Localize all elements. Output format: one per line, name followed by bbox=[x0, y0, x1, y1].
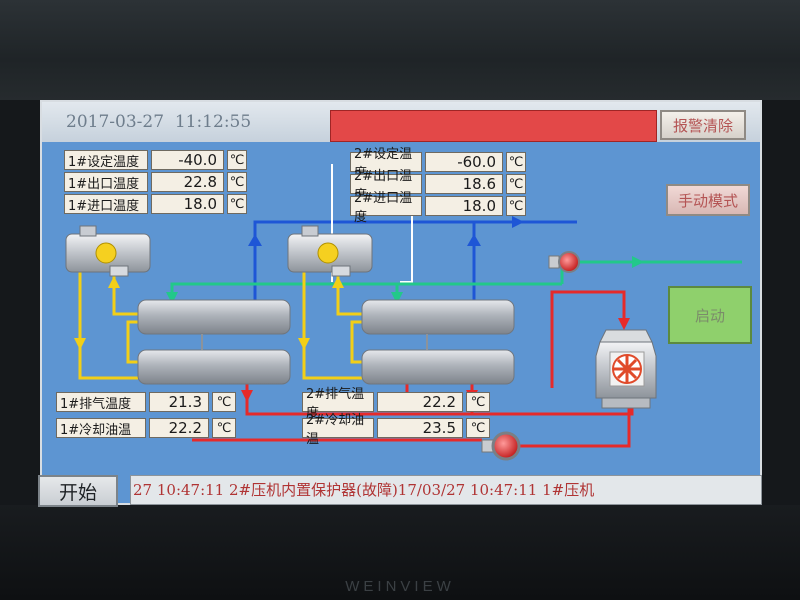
flow-arrow-icon bbox=[74, 338, 86, 350]
param-value: 22.8 bbox=[151, 172, 224, 192]
flow-arrow-icon bbox=[108, 276, 120, 288]
flow-arrow-icon bbox=[248, 234, 262, 246]
compressor-icon bbox=[287, 225, 373, 277]
flow-arrow-icon bbox=[332, 276, 344, 288]
white-line bbox=[400, 212, 413, 283]
param-label: 1#冷却油温 bbox=[56, 418, 146, 438]
param-unit: ℃ bbox=[466, 392, 490, 412]
unit1-temps-table: 1#排气温度 21.3 ℃ 1#冷却油温 22.2 ℃ bbox=[56, 392, 236, 440]
param-label: 1#设定温度 bbox=[64, 150, 148, 170]
alarm-ticker: 27 10:47:11 2#压机内置保护器(故障)17/03/27 10:47:… bbox=[130, 475, 762, 505]
flow-arrow-icon bbox=[298, 338, 310, 350]
alarm-ticker-text: 27 10:47:11 2#压机内置保护器(故障)17/03/27 10:47:… bbox=[133, 481, 595, 499]
param-value[interactable]: -40.0 bbox=[151, 150, 224, 170]
param-label: 1#进口温度 bbox=[64, 194, 148, 214]
unit2-inlet-row: 2#进口温度 18.0 ℃ bbox=[350, 191, 526, 225]
unit2-params-table: 2#设定温度 -60.0 ℃ 2#出口温度 18.6 ℃ 2#进口温度 18.0… bbox=[350, 147, 526, 225]
unit2-oil-row: 2#冷却油温 23.5 ℃ bbox=[302, 413, 490, 447]
param-label: 2#冷却油温 bbox=[302, 413, 374, 447]
hmi-screen: 2017-03-27 11:12:55 报警清除 bbox=[38, 100, 762, 507]
green-pipe bbox=[166, 256, 742, 304]
flow-arrow-icon bbox=[618, 318, 630, 330]
param-value: 22.2 bbox=[377, 392, 463, 412]
datetime-display: 2017-03-27 11:12:55 bbox=[66, 112, 252, 132]
param-value[interactable]: -60.0 bbox=[425, 152, 503, 172]
manual-mode-button[interactable]: 手动模式 bbox=[666, 184, 750, 216]
heat-exchanger-icon bbox=[137, 299, 291, 385]
yellow-pipes-unit1 bbox=[74, 262, 142, 380]
unit1-params-table: 1#设定温度 -40.0 ℃ 1#出口温度 22.8 ℃ 1#进口温度 18.0… bbox=[64, 150, 247, 216]
param-value: 18.6 bbox=[425, 174, 503, 194]
monitor-bezel-top bbox=[0, 0, 800, 100]
param-unit: ℃ bbox=[506, 174, 526, 194]
param-value: 18.0 bbox=[151, 194, 224, 214]
param-label: 1#出口温度 bbox=[64, 172, 148, 192]
start-bottom-button[interactable]: 开始 bbox=[38, 475, 118, 507]
param-unit: ℃ bbox=[466, 418, 490, 438]
flow-arrow-icon bbox=[241, 390, 253, 402]
flow-arrow-icon bbox=[512, 216, 524, 228]
start-button[interactable]: 启动 bbox=[668, 286, 752, 344]
param-unit: ℃ bbox=[212, 418, 236, 438]
heat-exchanger-icon bbox=[361, 299, 515, 385]
param-label: 2#设定温度 bbox=[350, 147, 422, 181]
unit1-inlet-row: 1#进口温度 18.0 ℃ bbox=[64, 194, 247, 214]
unit2-setpoint-row: 2#设定温度 -60.0 ℃ bbox=[350, 147, 526, 181]
unit1-outlet-row: 1#出口温度 22.8 ℃ bbox=[64, 172, 247, 192]
param-value: 23.5 bbox=[377, 418, 463, 438]
param-value: 21.3 bbox=[149, 392, 209, 412]
param-value: 22.2 bbox=[149, 418, 209, 438]
unit2-temps-table: 2#排气温度 22.2 ℃ 2#冷却油温 23.5 ℃ bbox=[302, 387, 490, 447]
unit1-discharge-row: 1#排气温度 21.3 ℃ bbox=[56, 392, 236, 412]
unit1-setpoint-row: 1#设定温度 -40.0 ℃ bbox=[64, 150, 247, 170]
param-value: 18.0 bbox=[425, 196, 503, 216]
brand-logo: WEINVIEW bbox=[345, 578, 455, 595]
param-label: 2#进口温度 bbox=[350, 191, 422, 225]
alarm-clear-button[interactable]: 报警清除 bbox=[660, 110, 746, 140]
param-unit: ℃ bbox=[227, 172, 247, 192]
param-label: 2#出口温度 bbox=[350, 169, 422, 203]
monitor-bezel-bottom bbox=[0, 505, 800, 600]
pump-icon bbox=[481, 431, 521, 461]
flow-arrow-icon bbox=[632, 256, 644, 268]
param-label: 1#排气温度 bbox=[56, 392, 146, 412]
param-unit: ℃ bbox=[212, 392, 236, 412]
alarm-indicator-bar bbox=[330, 110, 657, 142]
unit2-outlet-row: 2#出口温度 18.6 ℃ bbox=[350, 169, 526, 203]
unit1-oil-row: 1#冷却油温 22.2 ℃ bbox=[56, 418, 236, 438]
process-diagram bbox=[65, 164, 742, 461]
flow-arrow-icon bbox=[391, 292, 403, 304]
pump-icon bbox=[548, 251, 580, 273]
param-unit: ℃ bbox=[506, 152, 526, 172]
param-unit: ℃ bbox=[227, 150, 247, 170]
flow-arrow-icon bbox=[467, 234, 481, 246]
param-unit: ℃ bbox=[227, 194, 247, 214]
compressor-icon bbox=[65, 225, 151, 277]
cooling-tower-fan-icon bbox=[595, 329, 657, 409]
yellow-pipes-unit2 bbox=[298, 262, 367, 380]
param-unit: ℃ bbox=[506, 196, 526, 216]
title-bar: 2017-03-27 11:12:55 报警清除 bbox=[42, 102, 760, 142]
flow-arrow-icon bbox=[166, 292, 178, 304]
